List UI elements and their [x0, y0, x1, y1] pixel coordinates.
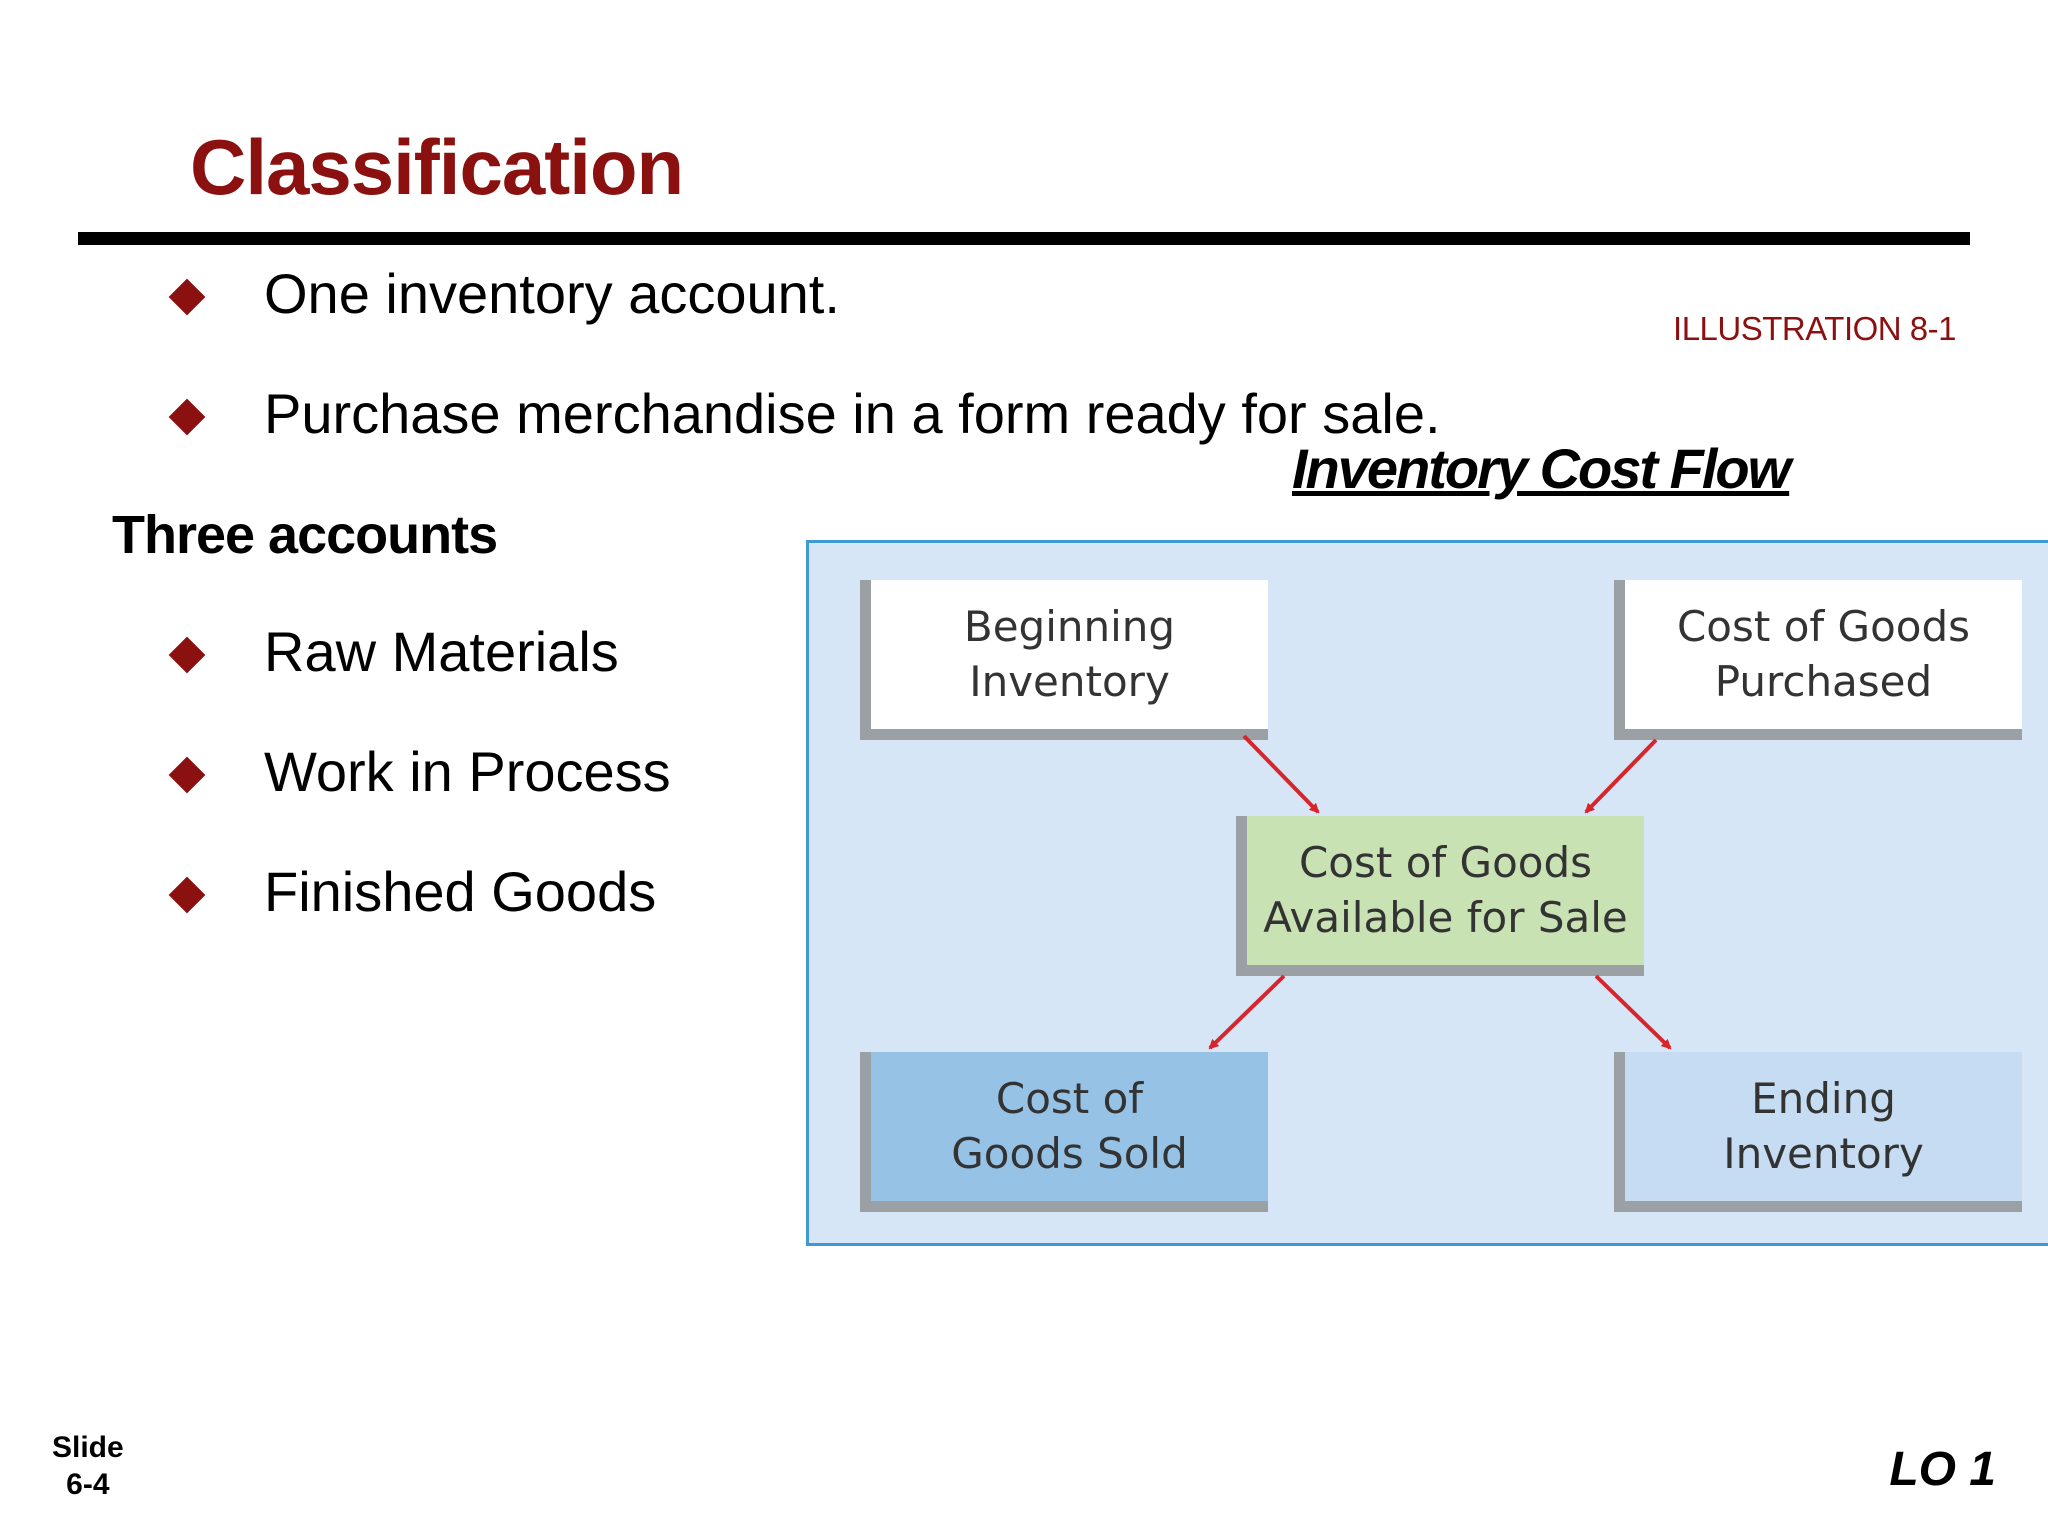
node-ending-inventory: Ending Inventory [1614, 1052, 2022, 1212]
bullet-one-inventory-account: One inventory account. [264, 262, 840, 325]
node-cost-of-goods-available: Cost of Goods Available for Sale [1236, 816, 1644, 976]
bullet-icon [168, 398, 208, 438]
illustration-label: ILLUSTRATION 8-1 [1673, 310, 1956, 347]
node-label: Cost of Goods Sold [951, 1073, 1188, 1178]
bullet-raw-materials: Raw Materials [264, 620, 619, 683]
diagram-title: Inventory Cost Flow [1292, 437, 1791, 500]
bullet-purchase-merchandise: Purchase merchandise in a form ready for… [264, 382, 1441, 445]
subheading-three-accounts: Three accounts [112, 505, 498, 565]
bullet-icon [168, 278, 208, 318]
slide-label: Slide [52, 1431, 124, 1464]
node-cost-of-goods-sold: Cost of Goods Sold [860, 1052, 1268, 1212]
node-cost-of-goods-purchased: Cost of Goods Purchased [1614, 580, 2022, 740]
bullet-icon [168, 636, 208, 676]
title-rule [78, 232, 1970, 245]
node-label: Cost of Goods Available for Sale [1263, 837, 1628, 942]
bullet-work-in-process: Work in Process [264, 740, 671, 803]
bullet-finished-goods: Finished Goods [264, 860, 657, 923]
slide-number: Slide 6-4 [52, 1430, 124, 1503]
bullet-icon [168, 876, 208, 916]
slide-title: Classification [190, 123, 684, 211]
node-label: Ending Inventory [1723, 1073, 1924, 1178]
slide-number-value: 6-4 [66, 1467, 110, 1501]
bullet-icon [168, 756, 208, 796]
learning-objective-label: LO 1 [1889, 1443, 1996, 1496]
node-beginning-inventory: Beginning Inventory [860, 580, 1268, 740]
node-label: Beginning Inventory [963, 601, 1176, 706]
node-label: Cost of Goods Purchased [1676, 601, 1971, 706]
